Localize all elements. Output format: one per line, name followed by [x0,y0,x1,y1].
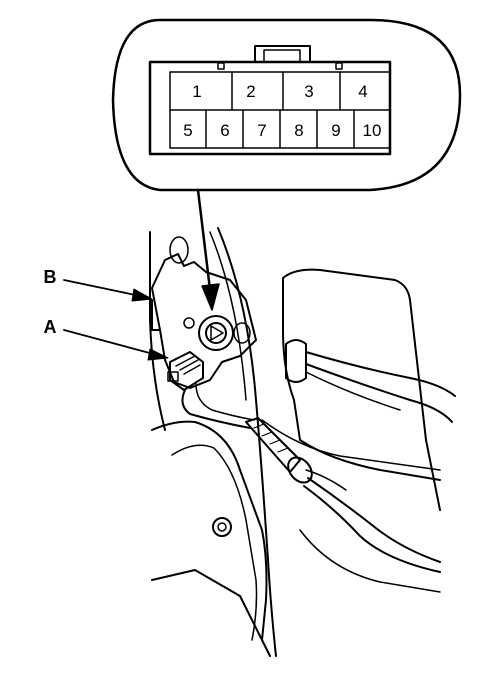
door-panel-lower [299,439,441,481]
bracket-small-hole [183,317,195,329]
callout-label-b: B [44,267,57,287]
trim-fastener-outer [212,517,232,537]
door-trim-lip [299,529,441,593]
pin-label-5: 5 [183,121,192,140]
harness-wire [307,477,441,563]
bracket-top-hole [169,236,189,264]
pin-label-10: 10 [363,121,382,140]
harness-wire [303,485,441,573]
pin-label-7: 7 [257,121,266,140]
socket-outer [198,315,234,351]
pin-label-3: 3 [304,82,313,101]
pin-label-4: 4 [358,82,367,101]
callout-label-a: A [44,317,57,337]
connector-wire [181,389,251,429]
inset-oval-outline [111,18,462,192]
connector-wire [195,383,255,421]
pin-label-9: 9 [331,121,340,140]
harness-wire [305,363,453,423]
callout-a: A [44,317,169,361]
pin-label-8: 8 [294,121,303,140]
lower-trim-inner [171,444,258,641]
harness-wire [305,469,347,491]
socket-inner [205,322,227,344]
pin-label-1: 1 [192,82,201,101]
callout-b: B [44,267,153,302]
wire-harness [167,339,456,573]
connector-inset: 1 2 3 4 5 6 7 8 9 10 [111,18,462,192]
connector-key-right [335,62,343,70]
bracket-side-hole [233,322,251,344]
sleeve-ribs [253,423,289,453]
pin-label-6: 6 [220,121,229,140]
bracket-tab [151,299,161,331]
connector-lock-tab-inner [263,49,301,63]
harness-wire [305,351,456,397]
door-panel-top [282,268,441,511]
connector-lock-tab [254,45,311,63]
harness-clip [287,456,313,484]
pillar-inner-edge [209,231,247,401]
connector-key-left [217,62,225,70]
lower-trim-base [151,569,271,657]
door-trim-ridge [261,419,441,471]
pin-label-2: 2 [246,82,255,101]
socket-triangle [210,325,224,341]
lower-trim [151,420,268,641]
pillar-left-edge [149,231,166,431]
trim-fastener-inner [217,522,227,532]
door-panel [261,268,441,593]
inset-pointer-arrow [196,188,220,311]
harness-wire [305,371,401,411]
harness-sleeve [245,417,301,473]
harness-grommet [285,339,307,383]
pillar-outer-edge [217,227,277,657]
connector-a-plug [167,351,204,391]
